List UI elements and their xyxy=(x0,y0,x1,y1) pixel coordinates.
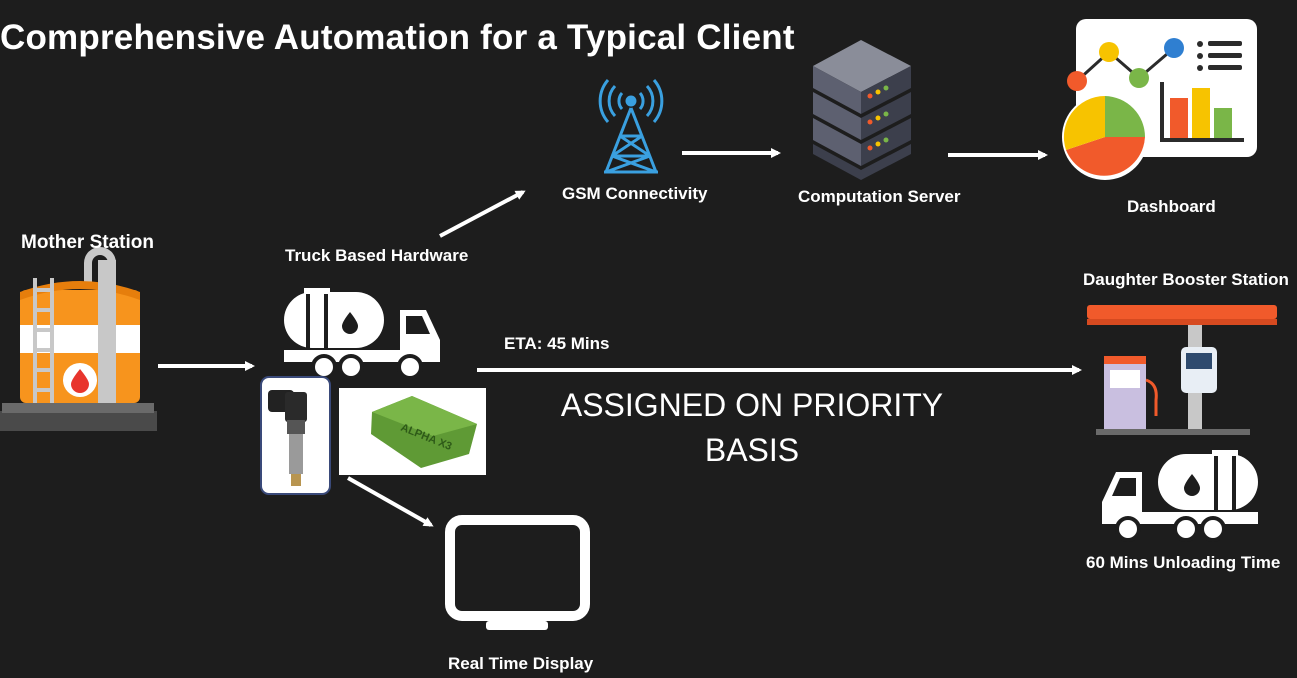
arrow-hardware-to-display xyxy=(347,476,434,527)
priority-line-2: BASIS xyxy=(704,432,800,468)
cell-tower-icon xyxy=(598,79,664,174)
fuel-truck-icon xyxy=(284,288,440,380)
page-title: Comprehensive Automation for a Typical C… xyxy=(0,18,795,57)
fuel-pump-station-icon xyxy=(1087,305,1277,435)
server-stack-icon xyxy=(813,40,911,180)
mother-station-label: Mother Station xyxy=(21,232,154,253)
priority-caption: ASSIGNED ON PRIORITY BASIS xyxy=(542,383,962,473)
daughter-station-label: Daughter Booster Station xyxy=(1083,270,1289,289)
pressure-sensor-icon xyxy=(260,376,331,495)
fuel-tank-icon xyxy=(0,247,157,431)
server-label: Computation Server xyxy=(798,187,961,206)
flow-arrows xyxy=(158,148,1082,527)
gsm-label: GSM Connectivity xyxy=(562,184,708,203)
dashboard-chart-icon xyxy=(1062,19,1257,180)
display-label: Real Time Display xyxy=(448,654,594,673)
telemetry-device-icon: ALPHA X3 xyxy=(339,388,486,475)
priority-line-1: ASSIGNED ON PRIORITY xyxy=(560,387,944,423)
fuel-truck-icon-right xyxy=(1102,450,1258,542)
dashboard-label: Dashboard xyxy=(1127,197,1216,216)
unloading-label: 60 Mins Unloading Time xyxy=(1086,553,1281,572)
monitor-icon xyxy=(445,515,590,630)
eta-label: ETA: 45 Mins xyxy=(504,334,610,353)
arrow-truck-to-gsm xyxy=(439,190,526,238)
truck-hardware-label: Truck Based Hardware xyxy=(285,246,469,265)
